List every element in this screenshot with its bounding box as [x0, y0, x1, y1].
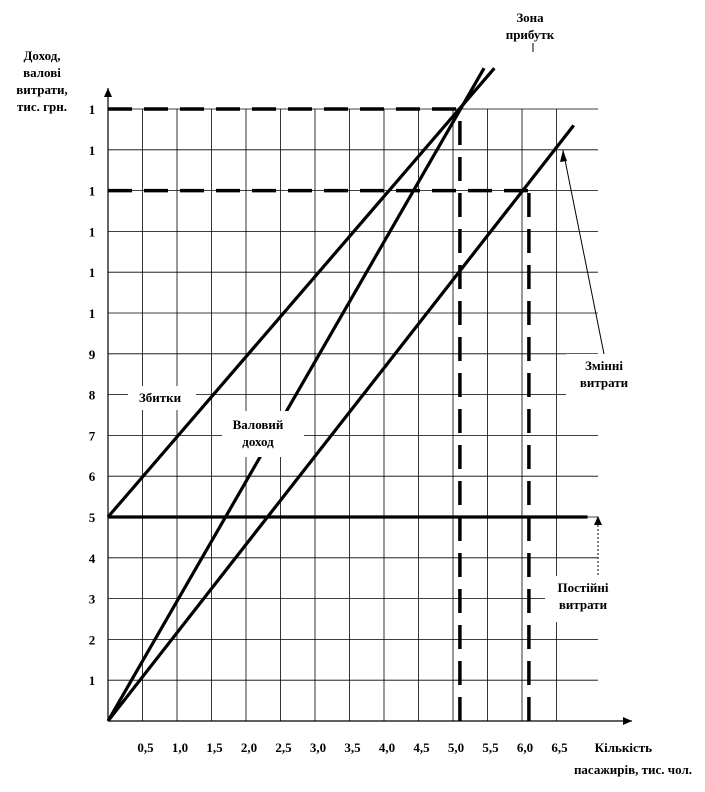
x-tick-label: 1,5: [206, 740, 223, 755]
annotation-line: Збитки: [139, 390, 182, 405]
x-axis-arrow: [623, 717, 632, 725]
annotation-line: Постійні: [558, 580, 609, 595]
axis-labels: Доход, валові витрати, тис. грн. Кількість па…: [16, 48, 692, 777]
y-tick-label: 5: [89, 510, 96, 525]
annotation-variable-costs: Змінні витрати: [580, 358, 629, 390]
y-tick-label: 3: [89, 592, 96, 607]
y-axis-label-line: валові: [23, 65, 61, 80]
y-tick-label: 1: [89, 265, 96, 280]
series-line: [106, 124, 576, 722]
y-tick-label: 6: [89, 469, 96, 484]
variable-costs-pointer-arrow: [560, 150, 567, 162]
y-tick-label: 1: [89, 306, 96, 321]
annotation-background: [222, 411, 304, 457]
annotation-line: витрати: [559, 597, 608, 612]
y-tick-label: 9: [89, 347, 96, 362]
series-lines: [106, 67, 588, 722]
y-axis-label-line: витрати,: [16, 82, 68, 97]
x-tick-label: 3,5: [344, 740, 361, 755]
x-tick-label: 3,0: [310, 740, 326, 755]
x-tick-label: 5,5: [482, 740, 499, 755]
y-axis-arrow: [104, 88, 112, 97]
y-tick-label: 4: [89, 551, 96, 566]
annotation-loss: Збитки: [139, 390, 182, 405]
annotation-line: прибутк: [506, 27, 555, 42]
y-axis-label-line: Доход,: [23, 48, 60, 63]
annotation-line: доход: [242, 434, 274, 449]
x-tick-label: 6,0: [517, 740, 533, 755]
annotation-line: витрати: [580, 375, 629, 390]
y-tick-label: 1: [89, 673, 96, 688]
annotation-line: Валовий: [233, 417, 284, 432]
x-tick-label: 0,5: [137, 740, 154, 755]
annotation-line: Змінні: [585, 358, 623, 373]
reference-lines: [108, 107, 531, 721]
y-tick-label: 1: [89, 184, 96, 199]
annotation-profit-zone: Зона прибутк: [506, 10, 555, 42]
x-axis-label-line: Кількість: [595, 740, 652, 755]
x-axis-label: Кількість пасажирів, тис. чол.: [574, 740, 692, 777]
y-tick-label: 1: [89, 224, 96, 239]
x-tick-label: 4,5: [413, 740, 430, 755]
annotation-line: Зона: [516, 10, 544, 25]
y-axis-label-line: тис. грн.: [17, 99, 67, 114]
x-tick-label: 2,0: [241, 740, 257, 755]
series-line: [106, 67, 496, 519]
series-line: [106, 67, 486, 722]
y-tick-label: 1: [89, 102, 96, 117]
axes: [104, 88, 632, 725]
x-tick-label: 5,0: [448, 740, 464, 755]
x-tick-label: 6,5: [551, 740, 568, 755]
y-tick-label: 7: [89, 428, 96, 443]
annotation-background: [545, 576, 623, 622]
y-tick-label: 2: [89, 632, 96, 647]
y-tick-label: 1: [89, 143, 96, 158]
tick-labels: 0,5 1,0 1,5 2,0 2,5 3,0 3,5 4,0 4,5 5,0 5,5 6,0 6,5 1…: [89, 102, 568, 755]
y-axis-label: Доход, валові витрати, тис. грн.: [16, 48, 68, 114]
x-tick-label: 4,0: [379, 740, 395, 755]
x-tick-label: 1,0: [172, 740, 188, 755]
variable-costs-pointer: [562, 149, 605, 355]
y-tick-label: 8: [89, 388, 96, 403]
annotation-fixed-costs: Постійні витрати: [558, 580, 609, 612]
annotation-background: [128, 386, 196, 410]
annotation-background: [566, 354, 644, 400]
annotation-gross-income: Валовий доход: [233, 417, 284, 449]
x-tick-label: 2,5: [275, 740, 292, 755]
fixed-costs-pointer-arrow: [594, 516, 602, 525]
x-axis-label-line: пасажирів, тис. чол.: [574, 762, 692, 777]
